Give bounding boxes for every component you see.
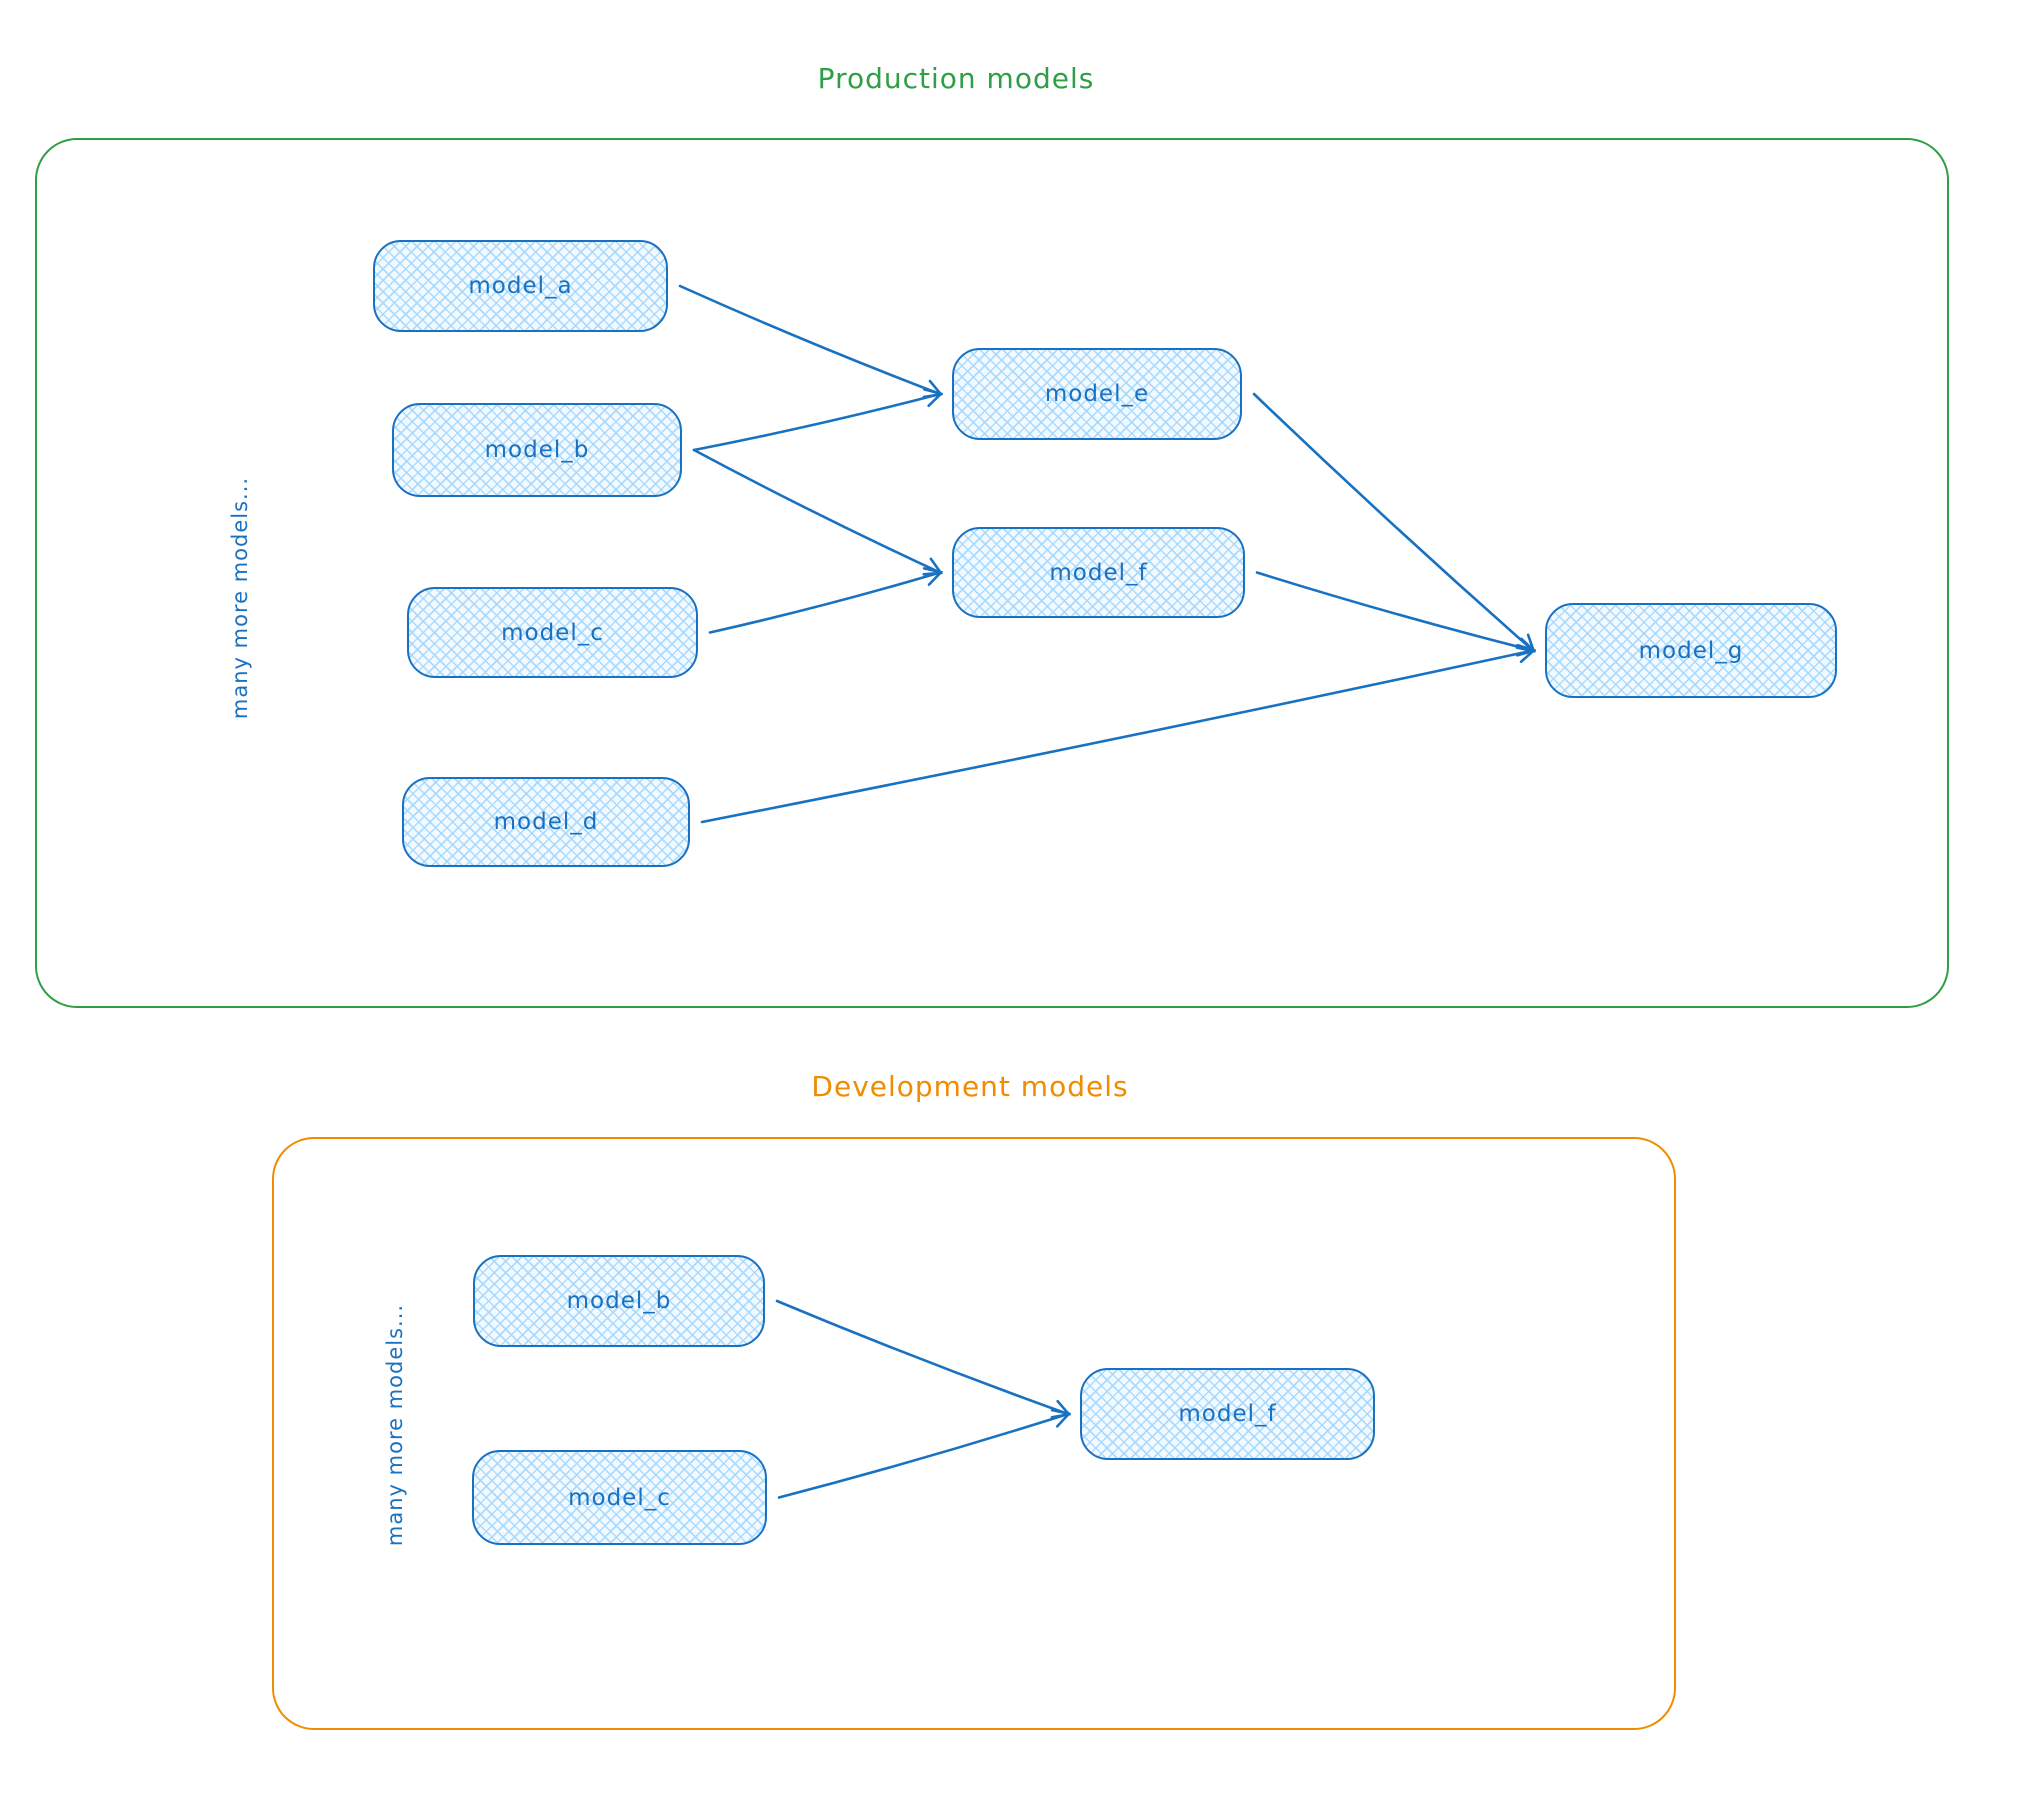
arrow-production-c-to-f	[708, 573, 940, 634]
arrow-production-f-to-g	[1255, 571, 1533, 651]
node-development-model_b: model_b	[473, 1255, 765, 1347]
node-production-model_f: model_f	[952, 527, 1245, 618]
node-development-model_f: model_f	[1080, 1368, 1375, 1460]
development-title: Development models	[811, 1070, 1129, 1103]
arrow-production-b-to-f	[692, 448, 940, 573]
arrow-production-a-to-e	[678, 284, 940, 394]
arrow-production-d-to-g	[700, 651, 1533, 824]
node-production-model_a: model_a	[373, 240, 668, 332]
node-production-model_g: model_g	[1545, 603, 1837, 698]
node-production-model_d: model_d	[402, 777, 690, 867]
arrow-group	[678, 284, 1533, 1499]
node-production-model_b: model_b	[392, 403, 682, 497]
arrow-development-c-to-f	[777, 1414, 1068, 1499]
production-frame	[35, 138, 1949, 1008]
arrow-production-b-to-e	[692, 394, 940, 452]
arrow-production-e-to-g	[1252, 392, 1533, 651]
node-production-model_e: model_e	[952, 348, 1242, 440]
development-frame	[272, 1137, 1676, 1730]
production-title: Production models	[817, 62, 1095, 95]
node-development-model_c: model_c	[472, 1450, 767, 1545]
arrow-development-b-to-f	[775, 1299, 1068, 1414]
node-production-model_c: model_c	[407, 587, 698, 678]
